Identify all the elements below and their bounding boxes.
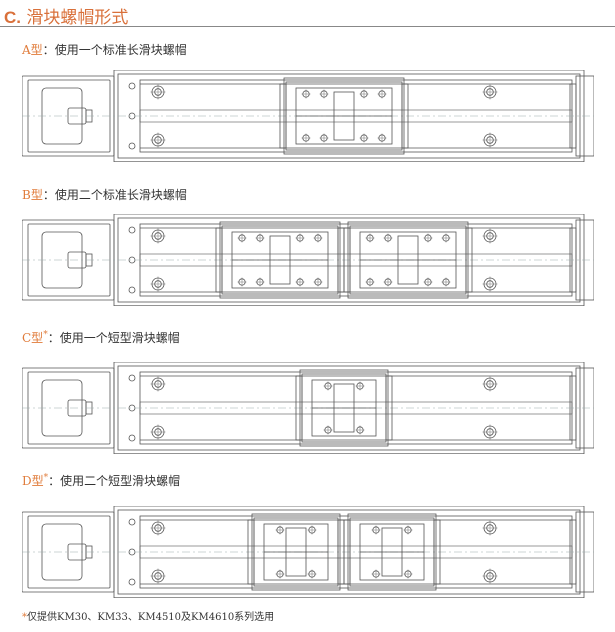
end-seal-left	[247, 519, 255, 585]
label-type-b: B型：使用二个标准长滑块螺帽	[22, 186, 187, 203]
actuator-drawing-b	[22, 214, 594, 306]
diagram-type-b	[22, 214, 594, 306]
label-type-d: D型*：使用二个短型滑块螺帽	[22, 472, 180, 489]
type-star: *	[43, 473, 49, 483]
label-type-a: A型：使用一个标准长滑块螺帽	[22, 41, 187, 58]
section-title-text: 滑块螺帽形式	[26, 8, 129, 28]
type-colon: ：	[42, 188, 55, 202]
end-seal-right	[385, 375, 393, 441]
diagram-type-c	[22, 362, 594, 454]
type-colon: ：	[42, 43, 55, 57]
end-seal-right	[465, 227, 473, 293]
slider-block-outline	[219, 221, 341, 299]
center-column	[333, 91, 355, 141]
diagram-type-d	[22, 506, 594, 598]
end-seal-left	[343, 227, 351, 293]
label-type-c: C型*：使用一个短型滑块螺帽	[22, 329, 180, 346]
center-column	[269, 235, 291, 285]
section-letter: C.	[4, 8, 21, 27]
diagram-type-a	[22, 70, 594, 162]
footnote-text: 仅提供KM30、KM33、KM4510及KM4610系列选用	[27, 612, 275, 623]
header-divider	[0, 26, 615, 27]
type-desc: 使用二个短型滑块螺帽	[60, 474, 181, 488]
center-column	[381, 527, 403, 577]
end-seal-left	[215, 227, 223, 293]
slider-block-outline	[347, 221, 469, 299]
end-seal-left	[295, 375, 303, 441]
motor-screw-hole	[128, 374, 136, 382]
slider-block-outline	[299, 369, 389, 447]
type-colon: ：	[48, 474, 61, 488]
footnote: *仅提供KM30、KM33、KM4510及KM4610系列选用	[22, 608, 274, 623]
motor-screw-hole	[128, 82, 136, 90]
actuator-drawing-a	[22, 70, 594, 162]
center-column	[397, 235, 419, 285]
type-star: *	[43, 330, 48, 340]
type-code: D型	[22, 474, 44, 488]
center-column	[285, 527, 307, 577]
motor-screw-hole	[128, 226, 136, 234]
footnote-star: *	[22, 612, 27, 623]
section-title: C. 滑块螺帽形式	[4, 3, 128, 28]
motor-screw-hole	[128, 142, 136, 150]
end-seal-left	[279, 83, 287, 149]
slider-block-outline	[347, 513, 437, 591]
slider-block-outline	[283, 77, 405, 155]
motor-screw-hole	[128, 518, 136, 526]
actuator-drawing-d	[22, 506, 594, 598]
motor-screw-hole	[128, 286, 136, 294]
motor-screw-hole	[128, 578, 136, 586]
type-desc: 使用二个标准长滑块螺帽	[54, 188, 187, 202]
end-seal-left	[343, 519, 351, 585]
slider-block-outline	[251, 513, 341, 591]
type-desc: 使用一个短型滑块螺帽	[59, 331, 180, 345]
center-column	[333, 383, 355, 433]
end-seal-right	[401, 83, 409, 149]
type-code: B型	[22, 188, 43, 202]
type-colon: ：	[47, 331, 60, 345]
type-code: C型	[22, 331, 44, 345]
type-desc: 使用一个标准长滑块螺帽	[54, 43, 187, 57]
type-code: A型	[22, 43, 43, 57]
end-seal-right	[433, 519, 441, 585]
section-header: C. 滑块螺帽形式	[0, 0, 615, 28]
actuator-drawing-c	[22, 362, 594, 454]
motor-screw-hole	[128, 434, 136, 442]
